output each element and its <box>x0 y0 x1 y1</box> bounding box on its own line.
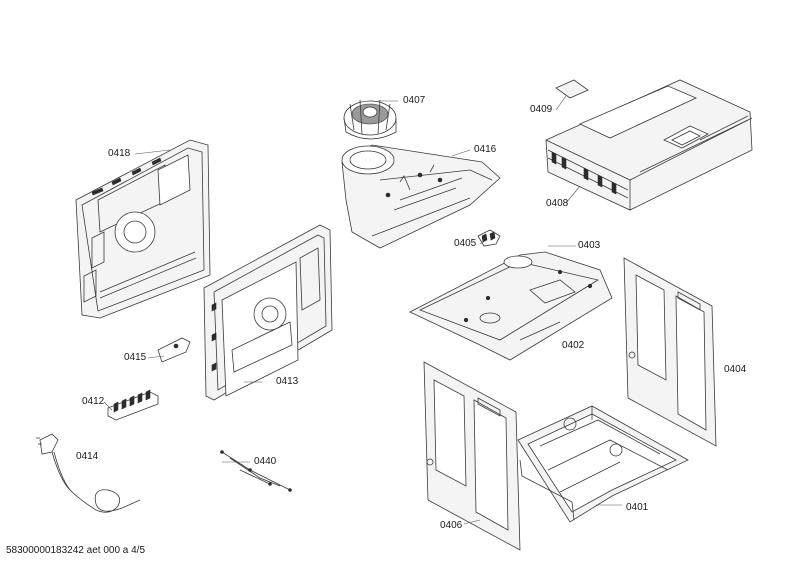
part-label-0440: 0440 <box>254 456 277 467</box>
part-label-0412: 0412 <box>82 396 105 407</box>
part-0405-connector <box>477 229 501 247</box>
leader-lines <box>103 95 622 525</box>
part-0413-front-frame <box>203 224 333 401</box>
part-0403-top-plate <box>409 251 613 361</box>
part-0407-fan <box>343 99 397 140</box>
part-0416-fan-housing <box>341 144 501 249</box>
part-label-0407: 0407 <box>403 95 426 106</box>
part-0402-cavity <box>519 321 561 341</box>
part-label-0414: 0414 <box>76 451 99 462</box>
part-label-0402: 0402 <box>562 340 585 351</box>
part-label-0415: 0415 <box>124 352 147 363</box>
part-label-0416: 0416 <box>474 144 497 155</box>
part-label-0404: 0404 <box>724 364 747 375</box>
part-0412-terminal-block <box>107 389 159 421</box>
part-label-0413: 0413 <box>276 376 299 387</box>
part-0401-bottom-frame <box>517 405 689 523</box>
part-label-0408: 0408 <box>546 198 569 209</box>
part-label-0401: 0401 <box>626 502 649 513</box>
part-label-0418: 0418 <box>108 148 131 159</box>
part-label-0409: 0409 <box>530 104 553 115</box>
part-0415-bracket <box>157 337 191 363</box>
part-label-0406: 0406 <box>440 520 463 531</box>
part-0414-power-cord <box>36 433 141 513</box>
part-0418-back-panel <box>75 139 211 319</box>
part-0408-top-cover <box>545 79 753 211</box>
document-footer-id: 58300000183242 aet 000 a 4/5 <box>6 545 146 556</box>
part-label-0403: 0403 <box>578 240 601 251</box>
part-label-0405: 0405 <box>454 238 477 249</box>
part-0440-wiring <box>220 450 292 492</box>
part-0409-pad <box>555 79 589 99</box>
part-0404-side-panel <box>623 257 717 447</box>
part-0406-side-panel <box>423 361 521 551</box>
